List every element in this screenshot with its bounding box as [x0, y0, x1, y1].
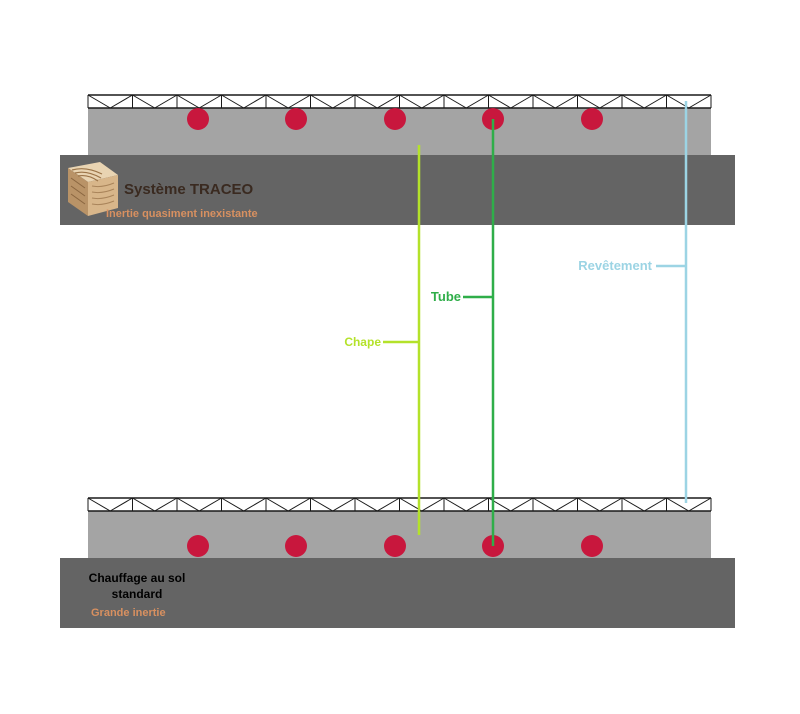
mesh-brace	[354, 94, 378, 109]
mesh-brace	[243, 94, 267, 109]
mesh-brace	[87, 497, 111, 512]
mesh-brace	[265, 94, 289, 109]
mesh-brace	[198, 497, 222, 512]
mesh-brace	[532, 94, 556, 109]
mesh-brace	[198, 94, 222, 109]
mesh-brace	[354, 497, 378, 512]
chape-label: Chape	[344, 335, 381, 349]
tube-label: Tube	[431, 289, 461, 304]
mesh-brace	[109, 94, 133, 109]
standard-subtitle: Grande inertie	[91, 607, 166, 619]
traceo-title: Système TRACEO	[124, 181, 254, 198]
mesh-brace	[599, 94, 623, 109]
wood-grain-icon	[68, 162, 118, 216]
heating-tube-dot	[285, 108, 307, 130]
standard-base-slab	[60, 558, 735, 628]
mesh-brace	[287, 94, 311, 109]
mesh-brace	[554, 94, 578, 109]
mesh-brace	[221, 497, 245, 512]
mesh-brace	[376, 94, 400, 109]
traceo-section	[60, 94, 735, 225]
heating-tube-dot	[581, 108, 603, 130]
mesh-brace	[221, 94, 245, 109]
mesh-brace	[132, 94, 156, 109]
mesh-brace	[176, 497, 200, 512]
mesh-brace	[399, 94, 423, 109]
mesh-brace	[621, 94, 645, 109]
mesh-brace	[132, 497, 156, 512]
mesh-brace	[310, 497, 334, 512]
mesh-brace	[554, 497, 578, 512]
heating-tube-dot	[384, 108, 406, 130]
standard-mesh-strip	[87, 497, 712, 512]
mesh-brace	[376, 497, 400, 512]
mesh-brace	[688, 94, 712, 109]
mesh-brace	[510, 94, 534, 109]
standard-title: Chauffage au sol standard	[88, 571, 186, 601]
mesh-brace	[488, 94, 512, 109]
mesh-brace	[465, 94, 489, 109]
mesh-brace	[154, 94, 178, 109]
mesh-brace	[666, 497, 690, 512]
mesh-brace	[643, 497, 667, 512]
heating-tube-dot	[384, 535, 406, 557]
heating-tube-dot	[285, 535, 307, 557]
mesh-brace	[443, 497, 467, 512]
heating-tube-dot	[187, 108, 209, 130]
tube-leader	[463, 119, 495, 546]
traceo-tubes	[187, 108, 603, 130]
mesh-brace	[532, 497, 556, 512]
heating-tube-dot	[581, 535, 603, 557]
mesh-brace	[109, 497, 133, 512]
mesh-brace	[443, 94, 467, 109]
mesh-brace	[599, 497, 623, 512]
mesh-brace	[176, 94, 200, 109]
mesh-brace	[332, 94, 356, 109]
traceo-mesh-strip	[87, 94, 712, 109]
mesh-brace	[243, 497, 267, 512]
standard-tubes	[187, 535, 603, 557]
traceo-subtitle: Inertie quasiment inexistante	[106, 208, 258, 220]
mesh-brace	[265, 497, 289, 512]
mesh-brace	[577, 497, 601, 512]
mesh-brace	[510, 497, 534, 512]
mesh-brace	[332, 497, 356, 512]
traceo-base-slab	[60, 155, 735, 225]
mesh-brace	[688, 497, 712, 512]
revetement-label: Revêtement	[578, 258, 652, 273]
mesh-brace	[154, 497, 178, 512]
mesh-brace	[643, 94, 667, 109]
mesh-brace	[87, 94, 111, 109]
mesh-brace	[287, 497, 311, 512]
mesh-brace	[421, 497, 445, 512]
mesh-brace	[421, 94, 445, 109]
revetement-leader	[656, 101, 688, 503]
mesh-brace	[577, 94, 601, 109]
standard-section	[60, 497, 735, 628]
mesh-brace	[621, 497, 645, 512]
heating-tube-dot	[187, 535, 209, 557]
mesh-brace	[465, 497, 489, 512]
mesh-brace	[310, 94, 334, 109]
chape-leader	[383, 145, 421, 535]
